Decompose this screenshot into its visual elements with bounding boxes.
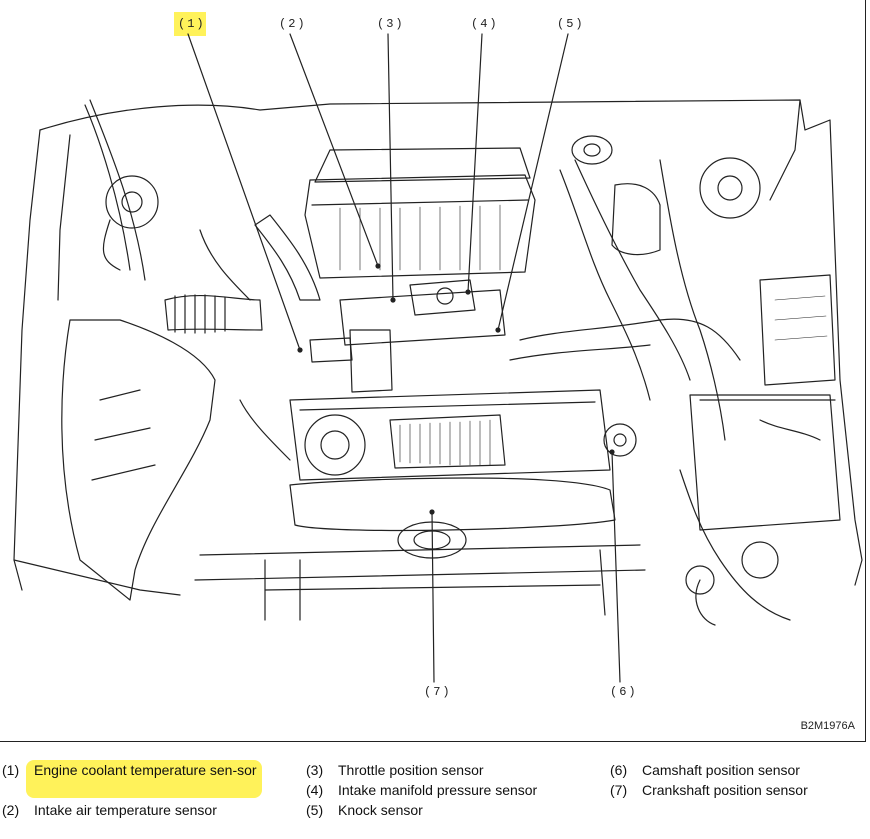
legend-label: Intake manifold pressure sensor — [338, 782, 538, 798]
legend-num: (5) — [306, 802, 324, 818]
callout-1: (1) — [178, 17, 206, 31]
callout-3: (3) — [377, 17, 405, 31]
legend-num: (7) — [610, 782, 628, 798]
callout-2: (2) — [279, 17, 307, 31]
legend-num: (4) — [306, 782, 324, 798]
legend-label: Intake air temperature sensor — [34, 802, 217, 818]
legend-num: (6) — [610, 762, 628, 778]
legend-label: Knock sensor — [338, 802, 423, 818]
engine-bay-diagram: (1) (2) (3) (4) (5) (6) (7) B2M1976A — [0, 0, 866, 742]
callout-4: (4) — [471, 17, 499, 31]
callout-6: (6) — [610, 685, 638, 699]
legend-item-1-highlight — [26, 760, 262, 798]
callout-1-highlight — [174, 12, 206, 36]
legend-num: (1) — [2, 762, 20, 778]
figure-code: B2M1976A — [800, 720, 855, 732]
legend-label: Crankshaft position sensor — [642, 782, 808, 798]
legend-num: (3) — [306, 762, 324, 778]
legend-label: Camshaft position sensor — [642, 762, 800, 778]
callout-7: (7) — [424, 685, 452, 699]
callout-5: (5) — [557, 17, 585, 31]
engine-line-drawing — [13, 33, 863, 683]
legend: (1) Engine coolant temperature sen-sor (… — [0, 758, 870, 838]
legend-label: Throttle position sensor — [338, 762, 484, 778]
legend-label: Engine coolant temperature sen-sor — [34, 762, 257, 778]
legend-num: (2) — [2, 802, 20, 818]
